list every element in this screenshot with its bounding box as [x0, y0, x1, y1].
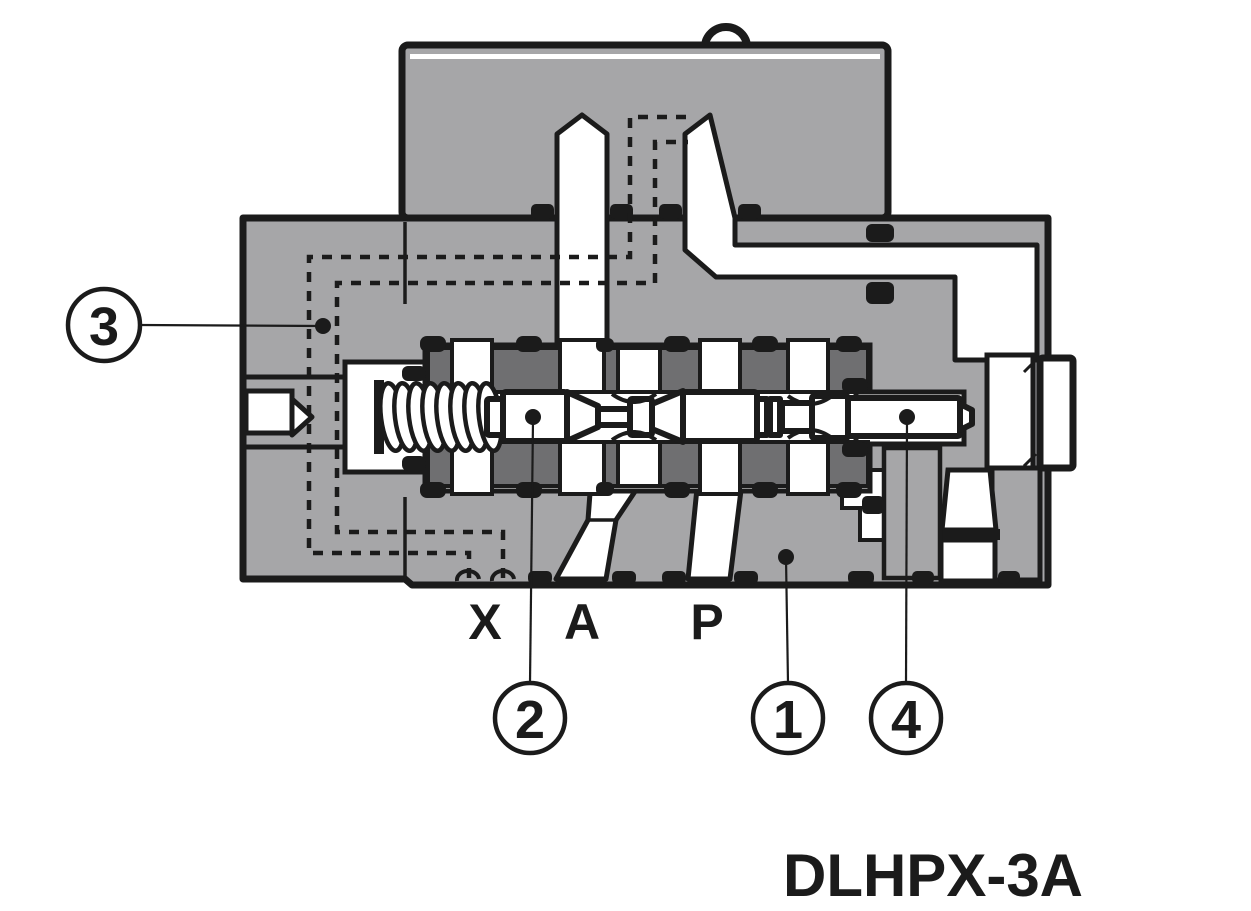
- spool-ring-1: [754, 396, 770, 438]
- lifting-eye-icon: [701, 23, 751, 48]
- seat-arc-bottom-right: [786, 428, 834, 440]
- seat-arc-top-right: [786, 394, 834, 406]
- leader-dot-1: [778, 549, 794, 565]
- model-title: DLHPX-3A: [783, 842, 1083, 909]
- plunger-end-cap: [957, 401, 975, 433]
- callout-circle-4: 4: [868, 680, 944, 756]
- pilot-tower-channel-left: [554, 112, 610, 355]
- leader-dot-4: [899, 409, 915, 425]
- valve-top-cap: [398, 23, 892, 222]
- top-cap-block: [398, 41, 892, 222]
- fitting-hatch-bottom: [1022, 452, 1038, 468]
- port-label-p: P: [690, 594, 723, 650]
- bottle-cavity-square: [938, 537, 998, 584]
- pilot-line-outer-dashed: [306, 114, 692, 578]
- leader-dot-3: [315, 318, 331, 334]
- sleeve-o-rings: [402, 336, 868, 498]
- pilot-dashed-lines: [306, 114, 692, 578]
- right-leg-bore: [984, 352, 1036, 476]
- spool-poppet: [627, 396, 655, 438]
- leader-line-3: [139, 323, 324, 328]
- port-labels: X A P: [468, 594, 723, 650]
- leader-dot-2: [525, 409, 541, 425]
- seat-arc-top-left: [610, 392, 658, 404]
- leader-line-2: [528, 419, 535, 684]
- cap-seam-line: [410, 54, 880, 59]
- fitting-hatch-top: [1022, 358, 1038, 374]
- pilot-elbow-channel-right: [682, 112, 1040, 363]
- callouts: 3 2 1 4: [65, 286, 944, 756]
- bottom-edge-seals: [528, 571, 1020, 584]
- plug-body: [243, 388, 295, 436]
- right-side-cavities: [840, 352, 1077, 584]
- callout-circle-2: 2: [492, 680, 568, 756]
- bottle-cavity-neck: [939, 467, 999, 533]
- side-fitting: [1036, 354, 1077, 472]
- seat-arc-bottom-left: [610, 430, 658, 442]
- callout-number-2: 2: [515, 690, 545, 750]
- leader-line-4: [904, 419, 909, 684]
- pilot-line-hooks: [454, 568, 516, 582]
- port-label-x: X: [468, 594, 501, 650]
- sleeve-port-slots: [450, 338, 830, 496]
- lower-seal: [862, 496, 884, 514]
- callout-number-4: 4: [891, 690, 921, 750]
- callout-circle-1: 1: [750, 680, 826, 756]
- port-label-a: A: [564, 594, 600, 650]
- leader-line-1: [784, 557, 790, 684]
- spool-ring-2: [767, 396, 783, 438]
- spool-land-right: [680, 389, 760, 444]
- spool-spacer: [779, 400, 815, 434]
- plug-tip: [289, 396, 315, 438]
- bottle-cavity-bar: [934, 529, 1000, 540]
- cap-joint-seals: [531, 204, 894, 304]
- spool-stem: [595, 406, 635, 428]
- lower-gray-block: [881, 445, 943, 581]
- callout-number-3: 3: [89, 297, 119, 357]
- cartridge-bore: [342, 336, 975, 498]
- spool-spring: [374, 380, 504, 454]
- pilot-line-inner-dashed: [334, 139, 688, 578]
- right-lower-block: [989, 465, 1043, 583]
- left-end-plug: [243, 374, 346, 450]
- callout-number-1: 1: [773, 690, 803, 750]
- callout-circle-3: 3: [65, 286, 143, 364]
